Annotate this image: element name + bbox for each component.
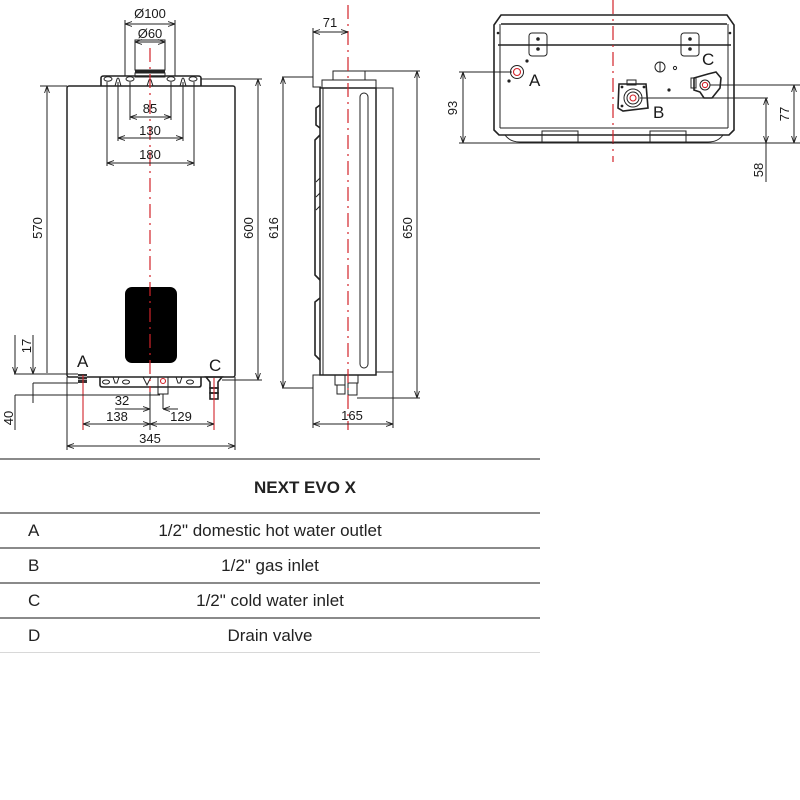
dim-93: 93 — [445, 101, 460, 115]
dim-58: 58 — [751, 163, 766, 177]
dim-570: 570 — [30, 217, 45, 239]
dim-616: 616 — [266, 217, 281, 239]
label-a: A — [77, 352, 89, 371]
connector-a — [507, 59, 529, 83]
connection-description: Drain valve — [227, 626, 313, 645]
label-b: B — [653, 103, 664, 122]
table-row: C 1/2" cold water inlet — [0, 582, 540, 617]
control-display — [125, 287, 177, 363]
dim-85: 85 — [143, 101, 157, 116]
mount-plate-left — [528, 32, 548, 57]
label-a: A — [529, 71, 541, 90]
dim-600: 600 — [241, 217, 256, 239]
connector-c — [690, 71, 722, 99]
dim-71: 71 — [323, 15, 337, 30]
bottom-view: 93 77 58 A B C — [445, 0, 800, 182]
connection-code: D — [28, 626, 41, 645]
dim-32: 32 — [115, 393, 129, 408]
connection-code: B — [28, 556, 40, 575]
dim-129: 129 — [170, 409, 192, 424]
connection-code: A — [28, 521, 40, 540]
connection-code: C — [28, 591, 41, 610]
side-view: 71 616 650 165 — [266, 5, 420, 430]
table-row: B 1/2" gas inlet — [0, 547, 540, 582]
table-row: A 1/2" domestic hot water outlet — [0, 512, 540, 547]
dim-138: 138 — [106, 409, 128, 424]
table-divider — [0, 458, 540, 460]
dim-17: 17 — [19, 339, 34, 353]
dim-flue-inner: Ø60 — [138, 26, 163, 41]
fitting-c — [204, 376, 224, 400]
dim-130: 130 — [139, 123, 161, 138]
dim-77: 77 — [777, 107, 792, 121]
connection-description: 1/2" cold water inlet — [196, 591, 344, 610]
dim-345: 345 — [139, 431, 161, 446]
dim-180: 180 — [139, 147, 161, 162]
connection-description: 1/2" gas inlet — [221, 556, 319, 575]
technical-drawing: Ø100 Ø60 85 130 180 570 600 17 — [1, 0, 800, 450]
label-c: C — [702, 50, 714, 69]
mounting-bracket — [100, 75, 202, 87]
bottom-bracket — [99, 376, 202, 395]
mount-plate-right — [680, 32, 700, 57]
front-view: Ø100 Ø60 85 130 180 570 600 17 — [1, 6, 262, 450]
dim-650: 650 — [400, 217, 415, 239]
dim-165: 165 — [341, 408, 363, 423]
label-c: C — [209, 356, 221, 375]
dim-flue-outer: Ø100 — [134, 6, 166, 21]
legend-title: NEXT EVO X — [253, 478, 357, 497]
connection-legend-table: NEXT EVO X A 1/2" domestic hot water out… — [0, 458, 540, 653]
connector-b — [617, 79, 649, 112]
connection-description: 1/2" domestic hot water outlet — [158, 521, 382, 540]
dim-40: 40 — [1, 411, 16, 425]
table-row: D Drain valve — [0, 617, 540, 653]
